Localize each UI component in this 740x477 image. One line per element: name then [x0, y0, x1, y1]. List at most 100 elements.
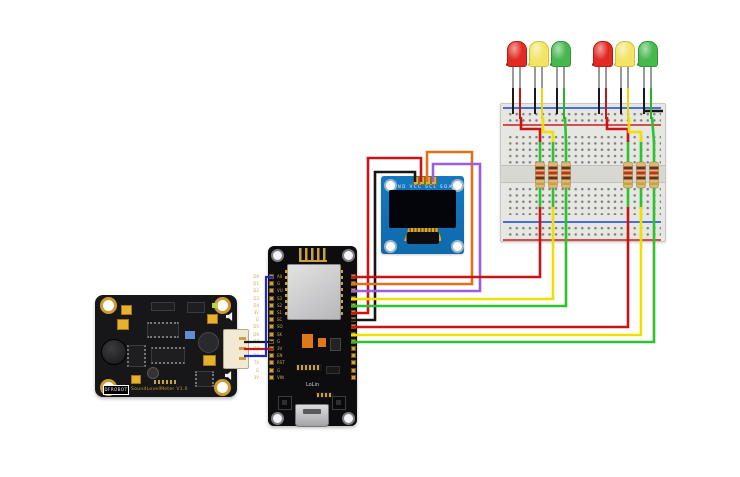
led-leg [533, 88, 537, 114]
nodemcu-pin-label: EN [277, 353, 283, 359]
nodemcu-pin-label: D6 [253, 331, 259, 337]
mounting-hole [451, 179, 464, 192]
nodemcu-pin-label: SK [277, 331, 283, 337]
capacitor [121, 305, 132, 315]
nodemcu-pin-left-vu-2 [269, 288, 274, 294]
wire-d6-yellow-led2 [351, 207, 643, 337]
nodemcu-pin-label: A0 [277, 274, 283, 279]
led-leg [511, 88, 515, 114]
connector-pin [239, 337, 246, 340]
smd-component [326, 366, 340, 374]
esp8266-module [285, 264, 343, 320]
nodemcu-pin-right-d8-10 [351, 346, 356, 351]
nodemcu-pin-right-rx-11 [351, 353, 356, 359]
dfrobot-logo: DFROBOT [103, 385, 129, 395]
ic-chip [296, 364, 322, 371]
nodemcu-pin-left-rst-12 [269, 360, 274, 366]
led-yellow-1 [528, 41, 549, 119]
castellation-pads [340, 269, 343, 315]
nodemcu-pin-label: 3V [277, 346, 283, 351]
wire-bb-jumper-yellow-1 [541, 117, 555, 142]
flash-button [278, 396, 292, 410]
resistor-3 [561, 161, 571, 189]
volume-icon [225, 371, 232, 380]
led-leg [626, 88, 630, 119]
nodemcu-pin-right-g-13 [351, 367, 356, 373]
nodemcu-pin-label: G [277, 338, 281, 344]
capacitor [207, 314, 218, 324]
led-leg [619, 63, 623, 88]
led-body [551, 41, 571, 67]
nodemcu-pin-left-vin-14 [269, 374, 274, 380]
led-body [529, 41, 549, 67]
wire-bb-jumper-green-2 [650, 116, 656, 143]
nodemcu-pin-label: S2 [277, 302, 283, 308]
nodemcu-pin-label: D5 [253, 324, 259, 330]
led-leg [604, 63, 608, 88]
wire-bb-jumper-red-1 [519, 117, 542, 142]
led-leg [562, 88, 566, 119]
board-label: LoLin [305, 382, 320, 388]
ic-chip [147, 322, 179, 338]
smd-component [302, 334, 313, 348]
wire-d0-red-led1 [351, 207, 542, 279]
reset-button [332, 396, 346, 410]
trimmer [147, 367, 159, 379]
nodemcu-pin-left-s2-4 [269, 302, 274, 308]
led-leg [540, 63, 544, 88]
nodemcu-pin-label: SO [277, 324, 283, 330]
solder-pads [316, 392, 334, 398]
capacitor [117, 319, 129, 330]
connector-pin [239, 347, 246, 350]
led-leg [555, 88, 559, 114]
nodemcu-pin-right-tx-12 [351, 360, 356, 366]
wire-bb-jumper-yellow-2 [627, 117, 643, 142]
nodemcu-pin-label: D1 [253, 281, 259, 287]
ic-chip [151, 302, 175, 311]
led-green-2 [637, 41, 658, 119]
led-leg [518, 63, 522, 88]
resistor-2 [548, 161, 558, 189]
capacitor [131, 375, 141, 384]
smd-led [212, 303, 218, 308]
nodemcu-pin-label: G [277, 367, 281, 373]
resistor-1 [535, 161, 545, 189]
nodemcu-pin-label: D4 [253, 302, 259, 308]
led-leg [518, 88, 522, 119]
nodemcu-pin-left-s1-5 [269, 310, 274, 315]
ic-chip [127, 345, 146, 367]
smd-component [318, 338, 326, 347]
solder-pads [153, 379, 179, 385]
led-leg [540, 88, 544, 119]
mounting-hole [342, 412, 355, 425]
led-red-2 [592, 41, 613, 119]
smd-component [330, 338, 341, 351]
nodemcu-pin-label: D2 [253, 288, 259, 294]
led-red-1 [506, 41, 527, 119]
nodemcu-pin-left-so-7 [269, 324, 274, 330]
led-leg [562, 63, 566, 88]
nodemcu-pin-right-3v-14 [351, 374, 356, 380]
nodemcu-pin-label: TX [253, 360, 259, 366]
led-body [615, 41, 635, 67]
led-body [507, 41, 527, 67]
nodemcu-pin-left-sk-8 [269, 331, 274, 337]
led-leg [626, 63, 630, 88]
nodemcu-pin-left-s3-3 [269, 295, 274, 301]
wifi-antenna [299, 248, 327, 262]
smd-component [185, 331, 195, 339]
sound-level-meter-board: DFROBOT SoundLevelMeter V1.0 [95, 295, 249, 397]
wire-bb-jumper-red-2 [605, 117, 630, 142]
led-yellow-2 [614, 41, 635, 119]
oled-display-module: GND VCC SCL SDA [381, 176, 464, 254]
mounting-hole [214, 379, 231, 396]
led-leg [597, 88, 601, 114]
mounting-hole [271, 412, 284, 425]
wire-d5-red-led2 [351, 207, 630, 329]
ic-chip [195, 371, 214, 387]
breadboard-red-rail-line-top [503, 124, 661, 126]
mounting-hole [384, 240, 397, 253]
wire-oled-vcc-red [351, 156, 423, 315]
